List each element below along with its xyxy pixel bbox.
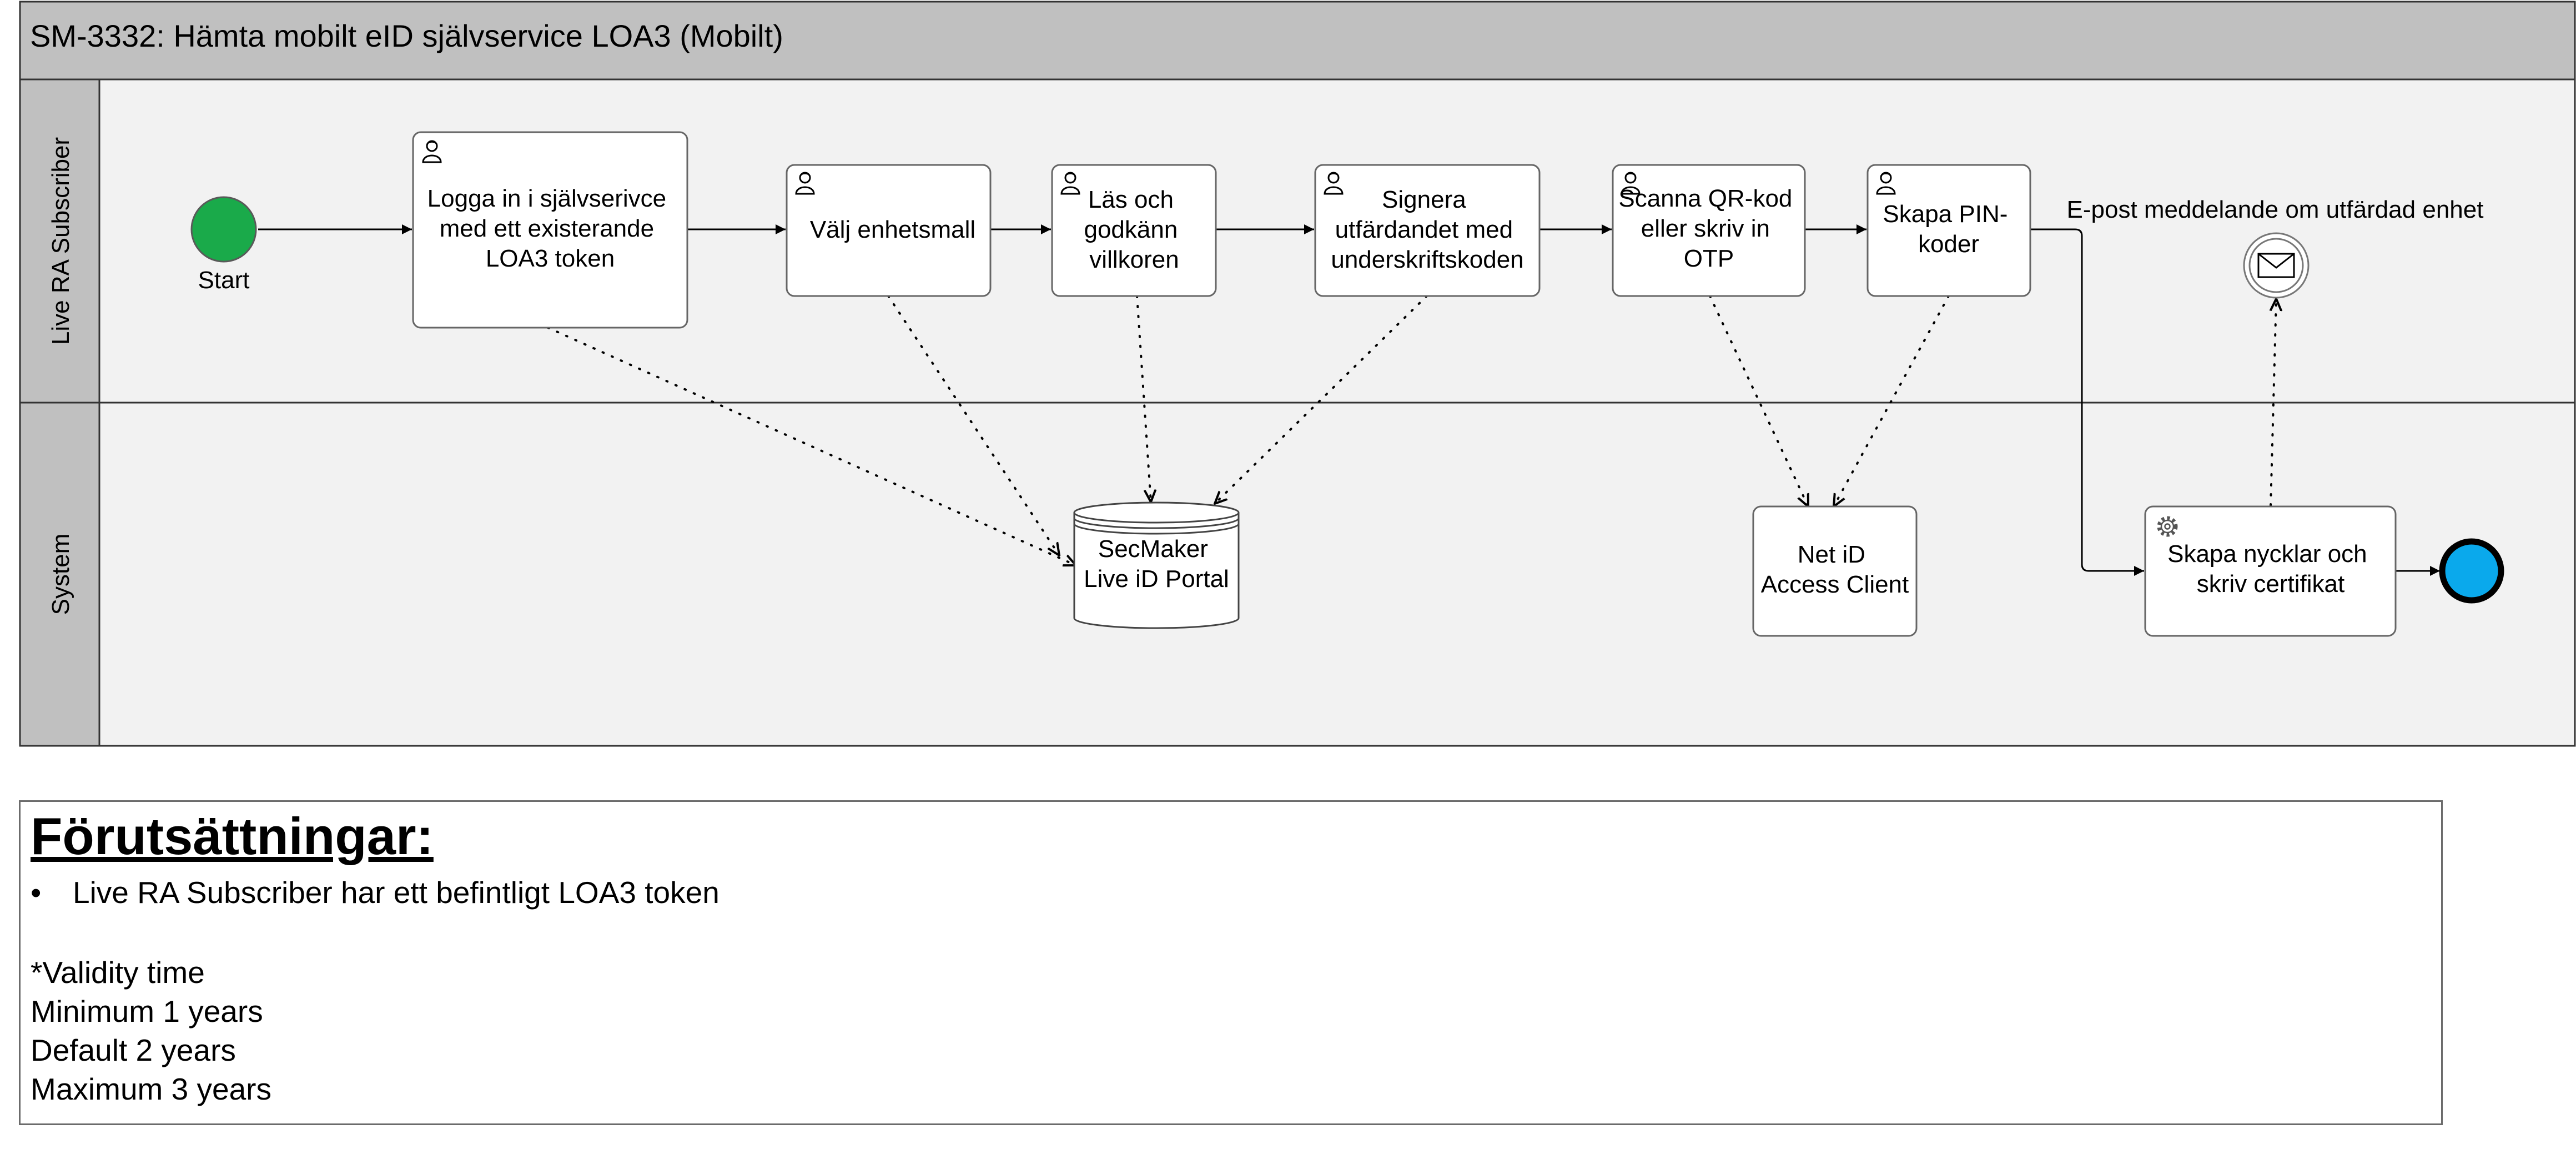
task-label: Logga in i självserivce med ett existera… xyxy=(427,185,673,272)
task-label: Skapa PIN- koder xyxy=(1883,200,2014,258)
flow-pin-to-keys xyxy=(2030,228,2144,576)
sequence-flows xyxy=(258,224,2440,576)
task-login[interactable]: Logga in i självserivce med ett existera… xyxy=(412,131,688,329)
task-select-template[interactable]: Välj enhetsmall xyxy=(786,164,992,297)
envelope-icon xyxy=(2257,253,2295,278)
pool-title: SM-3332: Hämta mobilt eID självservice L… xyxy=(30,18,783,53)
task-label: Läs och godkänn villkoren xyxy=(1084,186,1184,273)
end-event[interactable] xyxy=(2439,538,2504,604)
assoc-terms-portal xyxy=(1136,295,1151,502)
assoc-sign-portal xyxy=(1215,295,1428,504)
end-event-circle[interactable] xyxy=(2439,538,2504,604)
system-netid-client[interactable]: Net iD Access Client xyxy=(1752,505,1918,637)
assoc-login-portal xyxy=(547,327,1076,565)
task-label: Scanna QR-kod eller skriv in OTP xyxy=(1618,185,1799,272)
pool-header xyxy=(19,1,2576,81)
start-event-label: Start xyxy=(198,267,250,294)
task-label: Välj enhetsmall xyxy=(810,216,975,243)
message-event-label: E-post meddelande om utfärdad enhet xyxy=(2067,196,2484,223)
system-label: Net iD Access Client xyxy=(1761,541,1909,598)
validity-default: Default 2 years xyxy=(31,1033,236,1067)
validity-maximum: Maximum 3 years xyxy=(31,1072,271,1106)
task-scan-qr[interactable]: Scanna QR-kod eller skriv in OTP xyxy=(1612,164,1806,297)
task-sign-issuance[interactable]: Signera utfärdandet med underskriftskode… xyxy=(1314,164,1541,297)
start-event[interactable]: Start xyxy=(190,196,257,294)
prerequisites-list: Live RA Subscriber har ett befintligt LO… xyxy=(31,874,720,911)
task-create-keys[interactable]: Skapa nycklar och skriv certifikat xyxy=(2144,505,2397,637)
validity-heading: *Validity time xyxy=(31,955,205,990)
data-associations xyxy=(547,295,2276,565)
gear-icon xyxy=(2157,516,2178,537)
validity-block: *Validity time Minimum 1 years Default 2… xyxy=(31,953,271,1108)
start-event-circle[interactable] xyxy=(190,196,257,263)
prerequisites-title: Förutsättningar: xyxy=(31,807,434,865)
assoc-template-portal xyxy=(887,295,1059,555)
pool: SM-3332: Hämta mobilt eID självservice L… xyxy=(19,1,2576,747)
prerequisites-box: Förutsättningar: Live RA Subscriber har … xyxy=(19,800,2443,1125)
assoc-pin-client xyxy=(1834,295,1950,506)
task-accept-terms[interactable]: Läs och godkänn villkoren xyxy=(1051,164,1217,297)
prerequisite-item: Live RA Subscriber har ett befintligt LO… xyxy=(31,874,720,911)
task-label: Signera utfärdandet med underskriftskode… xyxy=(1331,186,1523,273)
datastore-secmaker-portal[interactable]: SecMaker Live iD Portal xyxy=(1073,501,1240,629)
lane-header-system xyxy=(19,402,100,747)
task-create-pin[interactable]: Skapa PIN- koder xyxy=(1866,164,2031,297)
lane-label-subscriber: Live RA Subscriber xyxy=(47,137,74,345)
validity-minimum: Minimum 1 years xyxy=(31,994,263,1028)
lane-header-subscriber xyxy=(19,78,100,404)
lane-label-system: System xyxy=(47,534,74,615)
task-label: Skapa nycklar och skriv certifikat xyxy=(2167,540,2374,598)
datastore-label: SecMaker Live iD Portal xyxy=(1084,535,1229,593)
message-event[interactable]: E-post meddelande om utfärdad enhet xyxy=(2067,196,2484,299)
bpmn-diagram: SM-3332: Hämta mobilt eID självservice L… xyxy=(19,1,2576,747)
